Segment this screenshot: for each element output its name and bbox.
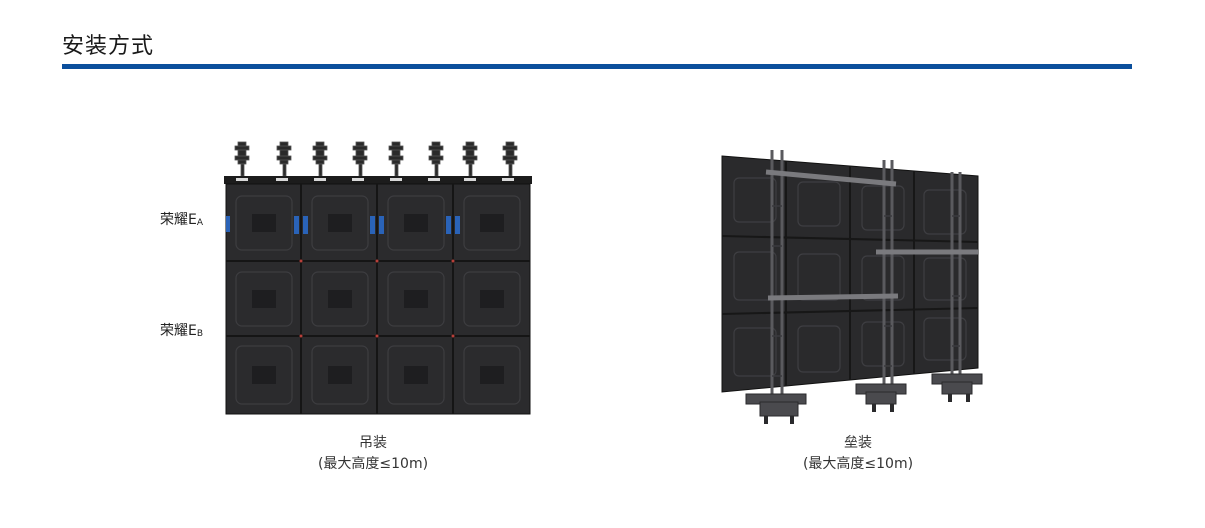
section-title: 安装方式 bbox=[62, 34, 155, 59]
label-rongyao-eb: 荣耀EB bbox=[160, 323, 204, 339]
caption-title: 吊装 bbox=[359, 435, 387, 451]
label-rongyao-ea: 荣耀EA bbox=[160, 212, 204, 228]
caption-title: 垒装 bbox=[844, 435, 872, 451]
stacked-install-caption: 垒装 (最大高度≤10m) bbox=[763, 433, 953, 475]
hanging-install-caption: 吊装 (最大高度≤10m) bbox=[278, 433, 468, 475]
caption-max-height: (最大高度≤10m) bbox=[802, 456, 914, 472]
stacked-install-image bbox=[721, 150, 983, 424]
title-underline bbox=[62, 64, 1132, 69]
hanging-install-image bbox=[224, 141, 532, 415]
caption-max-height: (最大高度≤10m) bbox=[317, 456, 429, 472]
